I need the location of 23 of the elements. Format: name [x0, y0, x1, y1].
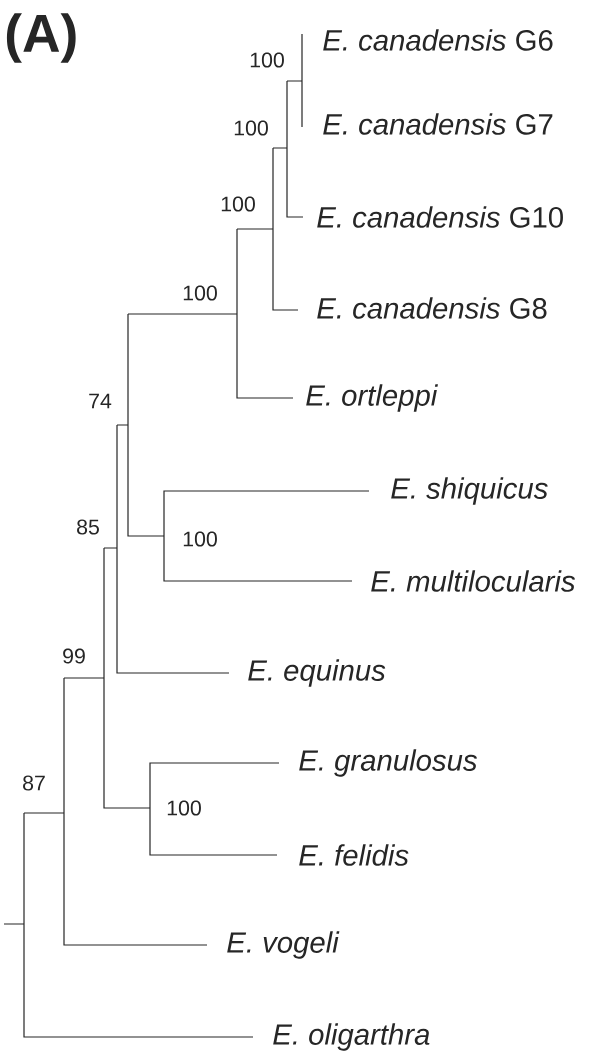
- support-value: 100: [183, 285, 217, 301]
- taxon-label: E. equinus: [248, 659, 386, 687]
- taxon-label: E. vogeli: [227, 931, 340, 959]
- taxon-label: E. canadensis G7: [323, 113, 553, 135]
- support-value: 100: [221, 196, 255, 212]
- support-value: 85: [77, 519, 99, 535]
- taxon-label: E. granulosus: [299, 749, 477, 777]
- support-value: 100: [167, 800, 201, 816]
- panel-label: (A): [6, 13, 76, 63]
- support-value: 74: [89, 393, 112, 409]
- taxon-label: E. shiquicus: [391, 477, 548, 505]
- support-value: 87: [23, 775, 45, 791]
- taxon-label: E. oligarthra: [273, 1023, 430, 1051]
- taxon-label: E. canadensis G10: [317, 206, 563, 228]
- support-value: 99: [63, 648, 85, 664]
- taxon-label: E. canadensis G8: [317, 297, 547, 319]
- taxon-label: E. multilocularis: [371, 570, 575, 592]
- support-value: 100: [183, 531, 217, 547]
- support-value: 100: [250, 52, 284, 68]
- taxon-label: E. canadensis G6: [323, 29, 553, 51]
- support-value: 100: [234, 120, 268, 136]
- taxon-label: E. felidis: [299, 844, 409, 866]
- taxon-label: E. ortleppi: [306, 384, 438, 412]
